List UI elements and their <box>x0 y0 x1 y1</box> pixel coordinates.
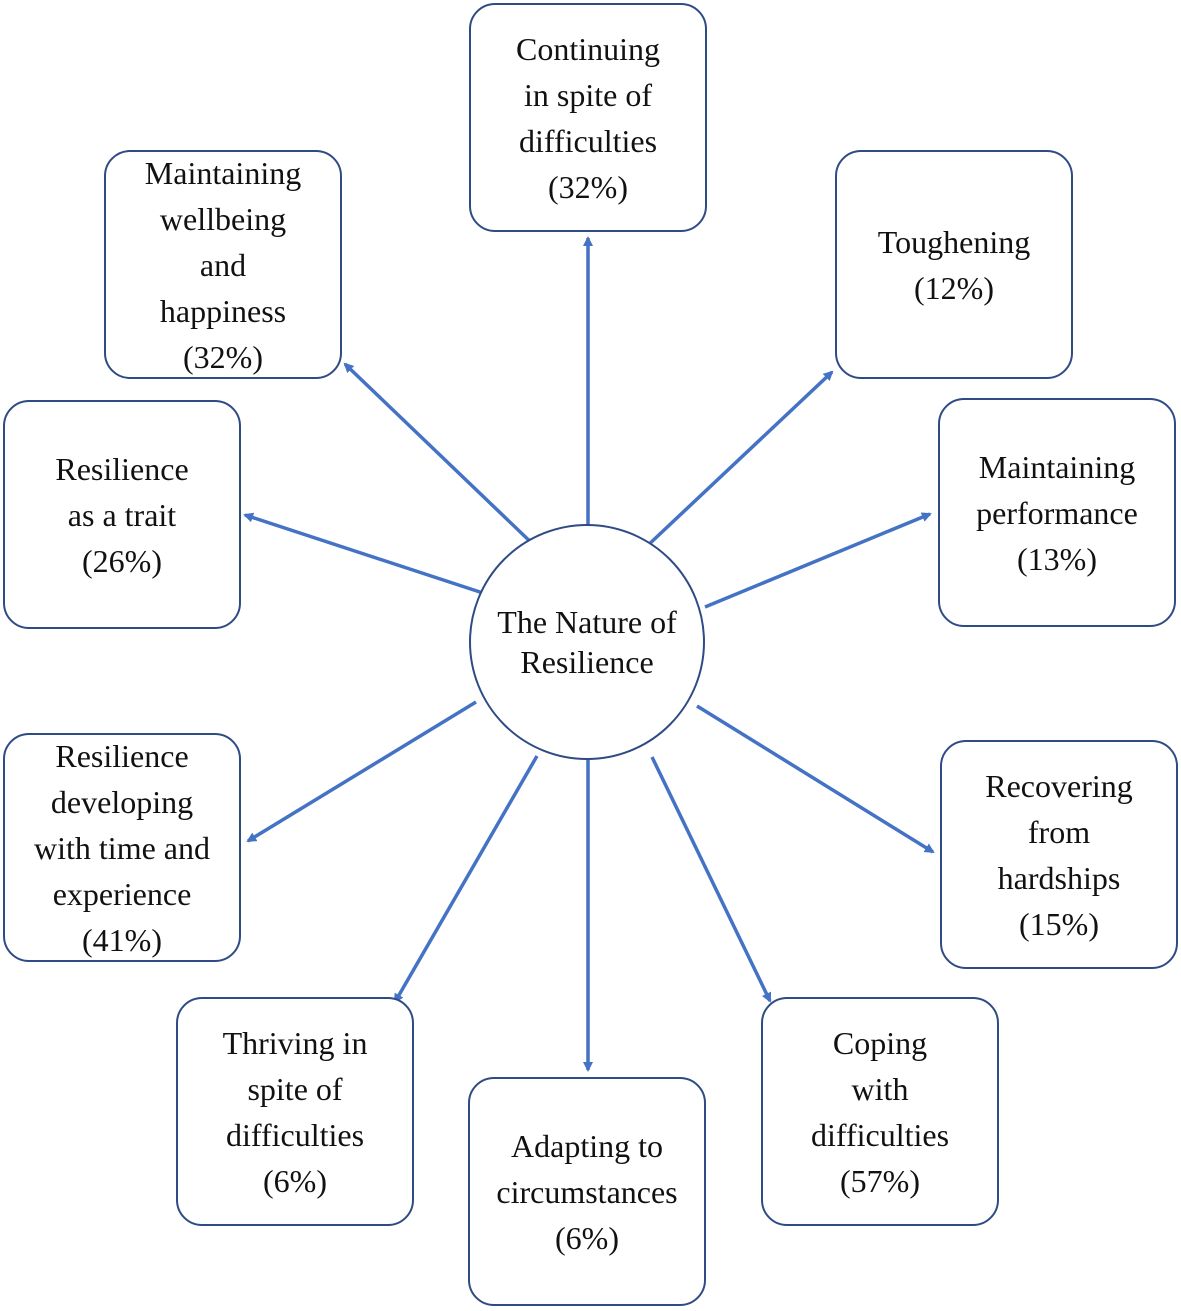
node-label-recovering-line-4: (15%) <box>1019 905 1099 942</box>
node-label-continuing: Continuing in spite of difficulties (32%) <box>516 26 660 210</box>
node-toughening: Toughening (12%) <box>835 150 1073 379</box>
node-label-thriving-line-2: spite of <box>247 1070 343 1107</box>
node-label-thriving-line-1: Thriving in <box>222 1024 368 1061</box>
arrow-to-wellbeing <box>343 362 540 551</box>
arrow-to-developing <box>246 700 477 843</box>
arrow-to-maintaining-performance <box>704 512 932 609</box>
node-label-thriving-line-4: (6%) <box>263 1162 327 1199</box>
node-label-developing-line-1: Resilience <box>55 737 189 774</box>
node-label-wellbeing-line-4: happiness <box>159 292 287 329</box>
arrow-to-coping <box>650 756 772 1003</box>
hub-label: The Nature of Resilience <box>497 602 676 682</box>
node-continuing: Continuing in spite of difficulties (32%) <box>469 3 707 232</box>
node-label-developing-line-3: with time and <box>34 829 210 866</box>
node-label-maintaining-performance-line-1: Maintaining <box>978 448 1136 485</box>
node-label-developing: Resilience developing with time and experie… <box>34 733 210 963</box>
node-label-wellbeing-line-2: wellbeing <box>159 200 287 237</box>
node-label-maintaining-performance: Maintaining performance (13%) <box>976 444 1138 582</box>
node-label-continuing-line-4: (32%) <box>548 168 628 205</box>
node-label-continuing-line-1: Continuing <box>515 30 660 67</box>
node-label-developing-line-2: developing <box>50 783 194 820</box>
node-label-toughening-line-1: Toughening <box>877 223 1031 260</box>
node-label-coping-line-2: with <box>851 1070 909 1107</box>
node-label-toughening-line-2: (12%) <box>914 269 994 306</box>
node-label-adapting-line-2: circumstances <box>496 1173 678 1210</box>
node-label-wellbeing-line-3: and <box>199 246 247 283</box>
node-thriving: Thriving in spite of difficulties (6%) <box>176 997 414 1226</box>
node-label-adapting-line-3: (6%) <box>555 1219 619 1256</box>
node-label-toughening: Toughening (12%) <box>878 219 1030 311</box>
node-label-trait-line-2: as a trait <box>67 496 177 533</box>
node-label-recovering-line-1: Recovering <box>985 767 1133 804</box>
node-label-coping-line-1: Coping <box>832 1024 928 1061</box>
node-label-recovering-line-2: from <box>1027 813 1091 850</box>
node-trait: Resilience as a trait (26%) <box>3 400 241 629</box>
node-label-thriving-line-3: difficulties <box>225 1116 365 1153</box>
node-label-adapting-line-1: Adapting to <box>511 1127 663 1164</box>
arrow-to-trait <box>243 512 487 596</box>
hub-label-line-2: Resilience <box>520 644 654 680</box>
node-maintaining-performance: Maintaining performance (13%) <box>938 398 1176 627</box>
node-recovering: Recovering from hardships (15%) <box>940 740 1178 969</box>
node-label-developing-line-4: experience <box>52 875 192 912</box>
node-label-trait: Resilience as a trait (26%) <box>55 446 188 584</box>
node-label-wellbeing-line-1: Maintaining <box>144 154 302 191</box>
arrow-to-toughening <box>643 370 834 550</box>
hub-label-line-1: The Nature of <box>497 604 677 640</box>
node-label-wellbeing-line-5: (32%) <box>183 338 263 375</box>
node-adapting: Adapting to circumstances (6%) <box>468 1077 706 1306</box>
node-label-trait-line-3: (26%) <box>82 542 162 579</box>
node-label-maintaining-performance-line-2: performance <box>976 494 1138 531</box>
arrows-group <box>243 236 935 1072</box>
node-label-continuing-line-2: in spite of <box>524 76 652 113</box>
node-label-coping-line-3: difficulties <box>810 1116 950 1153</box>
node-wellbeing: Maintaining wellbeing and happiness (32%) <box>104 150 342 379</box>
node-label-coping-line-4: (57%) <box>840 1162 920 1199</box>
node-label-coping: Coping with difficulties (57%) <box>811 1020 949 1204</box>
node-label-thriving: Thriving in spite of difficulties (6%) <box>223 1020 368 1204</box>
arrow-to-thriving <box>393 755 539 1004</box>
node-label-recovering: Recovering from hardships (15%) <box>985 763 1133 947</box>
node-label-maintaining-performance-line-3: (13%) <box>1017 540 1097 577</box>
node-label-adapting: Adapting to circumstances (6%) <box>496 1123 677 1261</box>
node-label-continuing-line-3: difficulties <box>518 122 658 159</box>
node-developing: Resilience developing with time and experie… <box>3 733 241 962</box>
node-label-recovering-line-3: hardships <box>997 859 1121 896</box>
node-label-wellbeing: Maintaining wellbeing and happiness (32%) <box>145 150 301 380</box>
node-label-developing-line-5: (41%) <box>82 921 162 958</box>
hub-circle: The Nature of Resilience <box>469 524 705 760</box>
arrow-to-recovering <box>696 704 935 854</box>
node-coping: Coping with difficulties (57%) <box>761 997 999 1226</box>
node-label-trait-line-1: Resilience <box>55 450 189 487</box>
